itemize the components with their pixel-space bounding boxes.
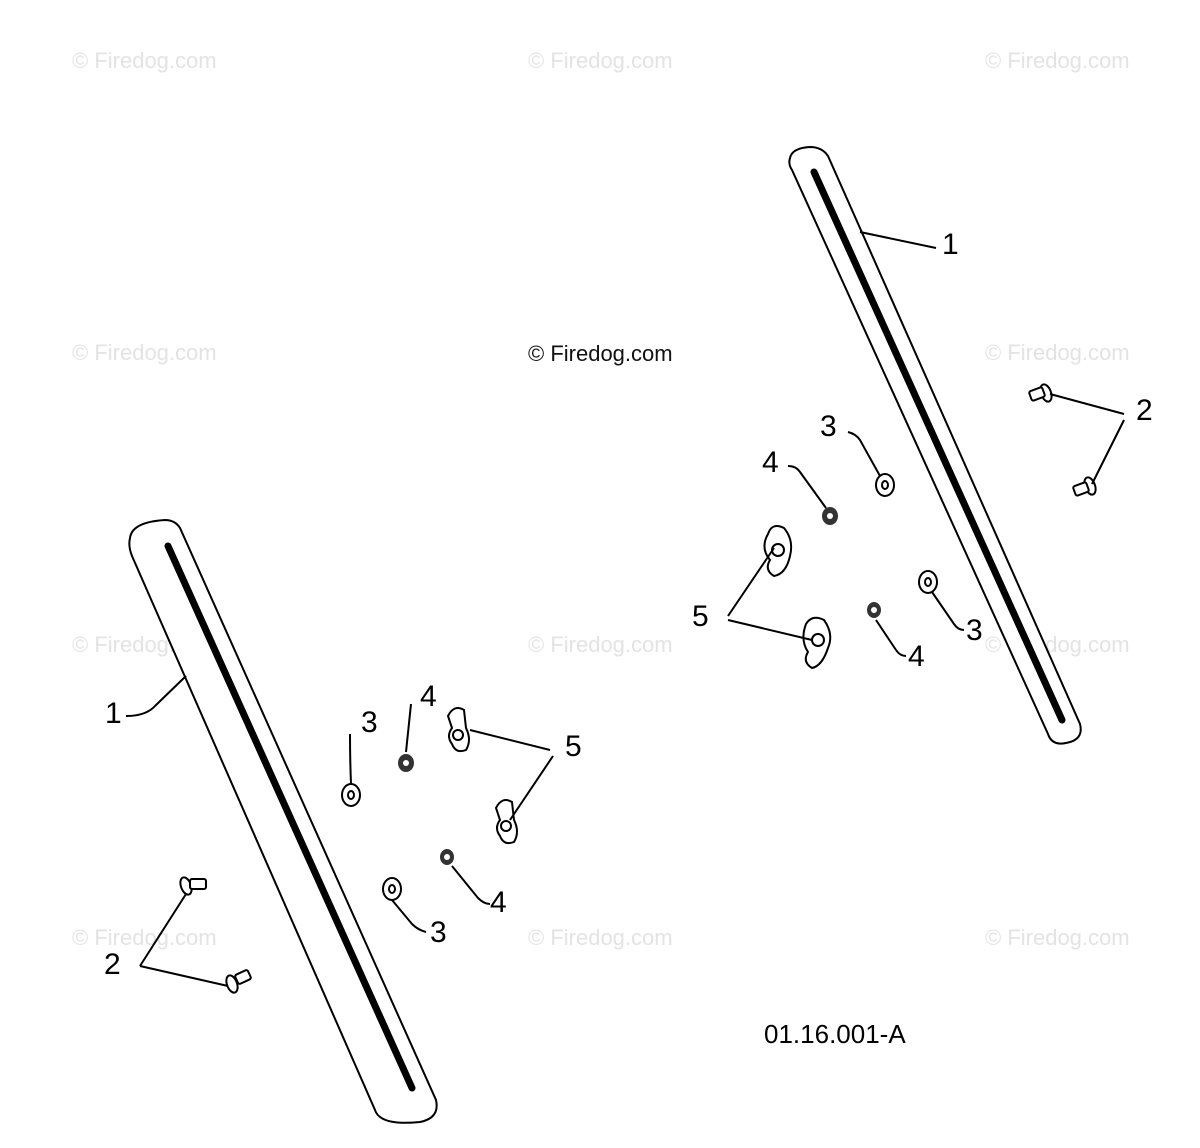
callout-label: 3 <box>820 410 837 443</box>
wing-nut-icon <box>494 799 518 845</box>
leader-line <box>349 733 352 785</box>
leader-line <box>727 619 813 641</box>
leader-line <box>509 755 554 821</box>
callout-label: 2 <box>104 948 121 981</box>
callout-label: 4 <box>908 640 925 673</box>
watermark-text: © Firedog.com <box>528 632 673 657</box>
nut-icon <box>822 507 838 525</box>
watermark-center: © Firedog.com <box>528 341 673 366</box>
leader-line <box>405 703 412 753</box>
callout-label: 4 <box>490 886 507 919</box>
leader-line <box>1091 419 1125 485</box>
leader-line <box>1049 393 1125 415</box>
watermark-text: © Firedog.com <box>72 340 217 365</box>
skid-rail-right <box>788 145 1082 745</box>
watermark-text: © Firedog.com <box>528 48 673 73</box>
leader-line <box>391 899 427 933</box>
callout-label: 3 <box>361 706 378 739</box>
callout-label: 2 <box>1136 394 1153 427</box>
watermark-text: © Firedog.com <box>985 48 1130 73</box>
callout-label: 5 <box>565 730 582 763</box>
leader-line <box>787 465 827 509</box>
wing-nut-icon <box>446 707 470 753</box>
leader-line <box>847 431 881 477</box>
wing-nut-icon <box>802 616 832 670</box>
leader-line <box>139 965 229 987</box>
washer-icon <box>875 473 895 497</box>
callout-label: 4 <box>420 680 437 713</box>
drawing-code: 01.16.001-A <box>764 1019 906 1049</box>
callout-label: 3 <box>430 916 447 949</box>
nut-icon <box>867 602 881 618</box>
skid-rail-slot <box>810 168 1066 724</box>
leader-line <box>469 729 551 751</box>
left-assembly: 1 2 3 4 5 3 4 <box>104 518 582 1124</box>
leader-line <box>125 675 187 717</box>
watermark-text: © Firedog.com <box>72 48 217 73</box>
callout-label: 5 <box>692 600 709 633</box>
washer-icon <box>382 877 402 901</box>
leader-line <box>451 865 491 905</box>
callout-label: 4 <box>762 446 779 479</box>
nut-icon <box>398 754 414 772</box>
watermark-text: © Firedog.com <box>528 925 673 950</box>
wing-nut-icon <box>763 525 793 578</box>
callout-label: 3 <box>966 614 983 647</box>
watermark-text: © Firedog.com <box>72 925 217 950</box>
leader-line <box>875 619 907 657</box>
washer-icon <box>918 570 938 594</box>
leader-line <box>139 893 187 967</box>
skid-rail-left <box>128 518 438 1124</box>
bolt-icon <box>225 969 252 994</box>
watermark-text: © Firedog.com <box>985 340 1130 365</box>
right-assembly: 1 2 3 4 5 3 4 <box>692 145 1153 745</box>
nut-icon <box>440 849 454 865</box>
bolt-icon <box>179 876 207 896</box>
callout-label: 1 <box>105 697 122 730</box>
leader-line <box>859 231 937 249</box>
bolt-icon <box>1028 383 1053 403</box>
leader-line <box>931 591 965 631</box>
callout-label: 1 <box>942 228 959 261</box>
watermark-text: © Firedog.com <box>985 925 1130 950</box>
skid-rail-slot <box>164 542 416 1092</box>
washer-icon <box>341 783 361 807</box>
leader-line <box>727 547 775 617</box>
